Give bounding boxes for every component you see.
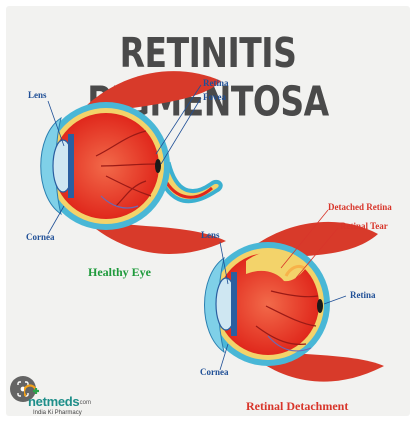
detached-retina-flap — [246, 250, 306, 282]
healthy-cornea-label: Cornea — [26, 232, 55, 242]
google-lens-button[interactable] — [10, 376, 36, 402]
healthy-lens-label: Lens — [28, 90, 47, 100]
brand-name: netmeds — [28, 394, 80, 409]
detached-retina-flap-label: Detached Retina — [328, 202, 392, 212]
detached-retina-label: Retina — [350, 290, 376, 300]
lower-muscle — [86, 221, 226, 255]
brand-dotcom: .com — [78, 400, 92, 406]
retinal-tear-label: Retinal Tear — [340, 221, 388, 231]
brand-tagline: India Ki Pharmacy — [33, 410, 82, 416]
detached-lens-label: Lens — [201, 230, 220, 240]
healthy-fovea-label: Fovea — [203, 92, 226, 102]
healthy-eye-caption: Healthy Eye — [88, 265, 151, 279]
detached-eye-caption: Retinal Detachment — [246, 399, 349, 413]
detached-eye-illustration — [204, 209, 384, 382]
diagram-frame: RETINITIS PIGMENTOSA — [6, 6, 410, 416]
healthy-eye-illustration — [40, 71, 226, 255]
detached-cornea-label: Cornea — [200, 367, 229, 377]
eye-diagram — [40, 71, 384, 382]
netmeds-logo-icon — [24, 384, 39, 397]
healthy-retina-label: Retina — [203, 78, 229, 88]
